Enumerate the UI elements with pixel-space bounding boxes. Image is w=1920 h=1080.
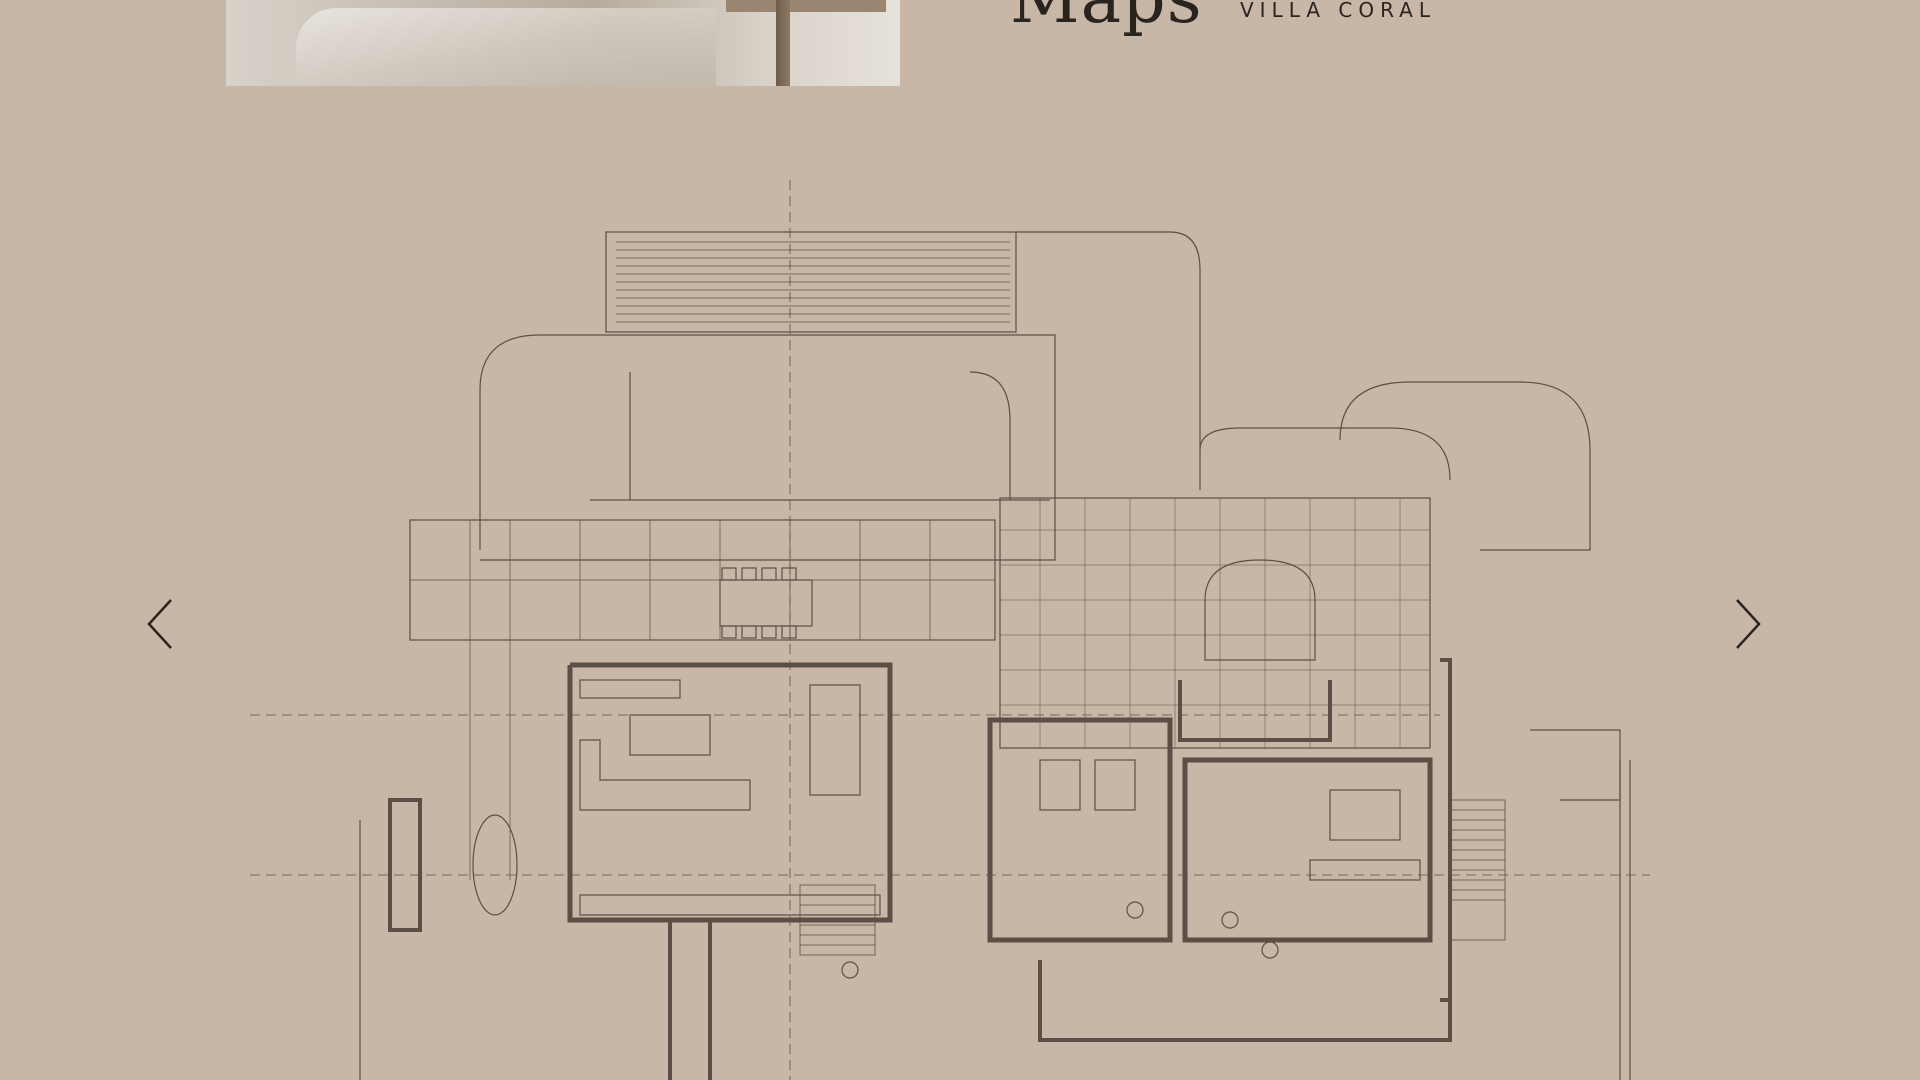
page-title: Maps <box>1010 0 1203 34</box>
floor-plan <box>110 160 1770 1080</box>
bedroom-2-walls <box>1182 757 1433 943</box>
title-wrap: Maps <box>1010 0 1203 38</box>
pool-deck-edge <box>1016 231 1201 490</box>
pool <box>605 231 1017 333</box>
carousel-prev-button[interactable] <box>138 592 182 656</box>
pool-hatch <box>616 241 1010 323</box>
bedding-fabric <box>296 8 716 86</box>
bench-leg <box>776 0 790 86</box>
terrace-outline <box>479 334 1056 561</box>
paved-terrace <box>999 497 1431 749</box>
chevron-left-icon <box>147 599 172 649</box>
floor-plan-drawing <box>250 180 1650 1080</box>
page-subtitle: VILLA CORAL <box>1240 0 1436 22</box>
carousel-next-button[interactable] <box>1726 592 1770 656</box>
bedroom-1-walls <box>987 717 1173 943</box>
chevron-right-icon <box>1736 599 1761 649</box>
bench <box>726 0 886 12</box>
living-room-walls <box>567 662 893 923</box>
hero-photo <box>226 0 900 86</box>
